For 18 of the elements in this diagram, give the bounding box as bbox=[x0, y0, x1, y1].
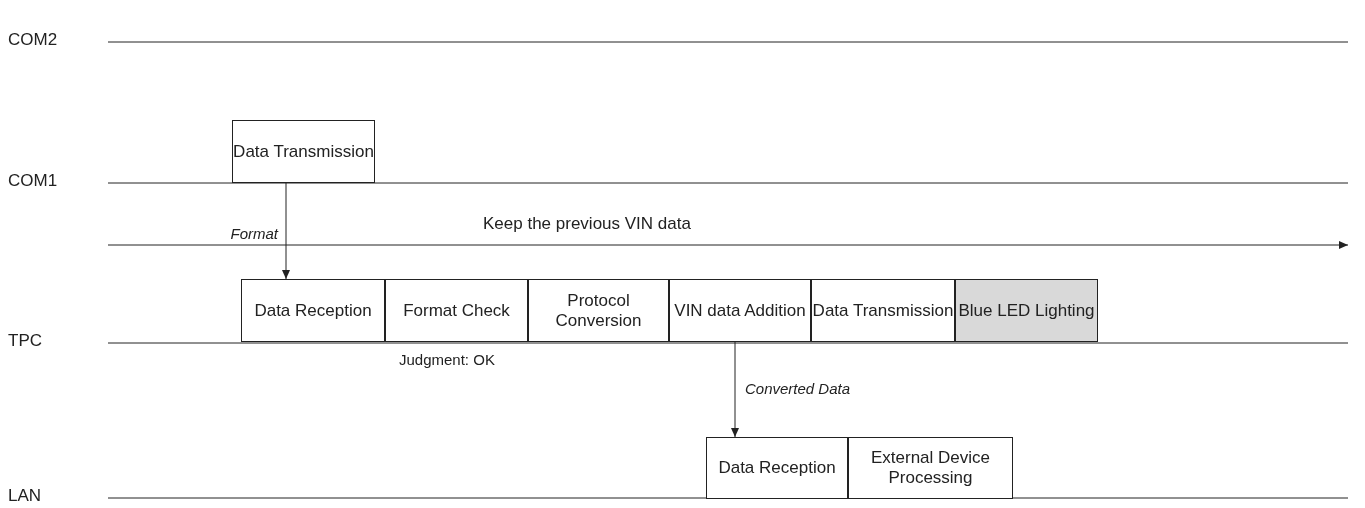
arrow bbox=[282, 182, 290, 280]
process-box: Blue LED Lighting bbox=[955, 279, 1098, 342]
process-box: External Device Processing bbox=[848, 437, 1013, 499]
process-box: Data Reception bbox=[706, 437, 848, 499]
arrow bbox=[731, 341, 739, 438]
result-note: Judgment: OK bbox=[399, 350, 495, 370]
note-text: Keep the previous VIN data bbox=[483, 214, 691, 234]
process-box: Data Transmission bbox=[232, 120, 375, 183]
lane-label: TPC bbox=[8, 331, 42, 351]
process-box: VIN data Addition bbox=[669, 279, 811, 342]
process-box: Data Transmission bbox=[811, 279, 955, 342]
edge-label: Converted Data bbox=[745, 380, 851, 397]
edge-label: Format bbox=[230, 225, 278, 242]
lane-label: COM2 bbox=[8, 30, 58, 50]
lane-label: COM1 bbox=[8, 171, 58, 191]
process-box: Protocol Conversion bbox=[528, 279, 669, 342]
lane-label: LAN bbox=[8, 486, 42, 506]
process-box: Data Reception bbox=[241, 279, 385, 342]
